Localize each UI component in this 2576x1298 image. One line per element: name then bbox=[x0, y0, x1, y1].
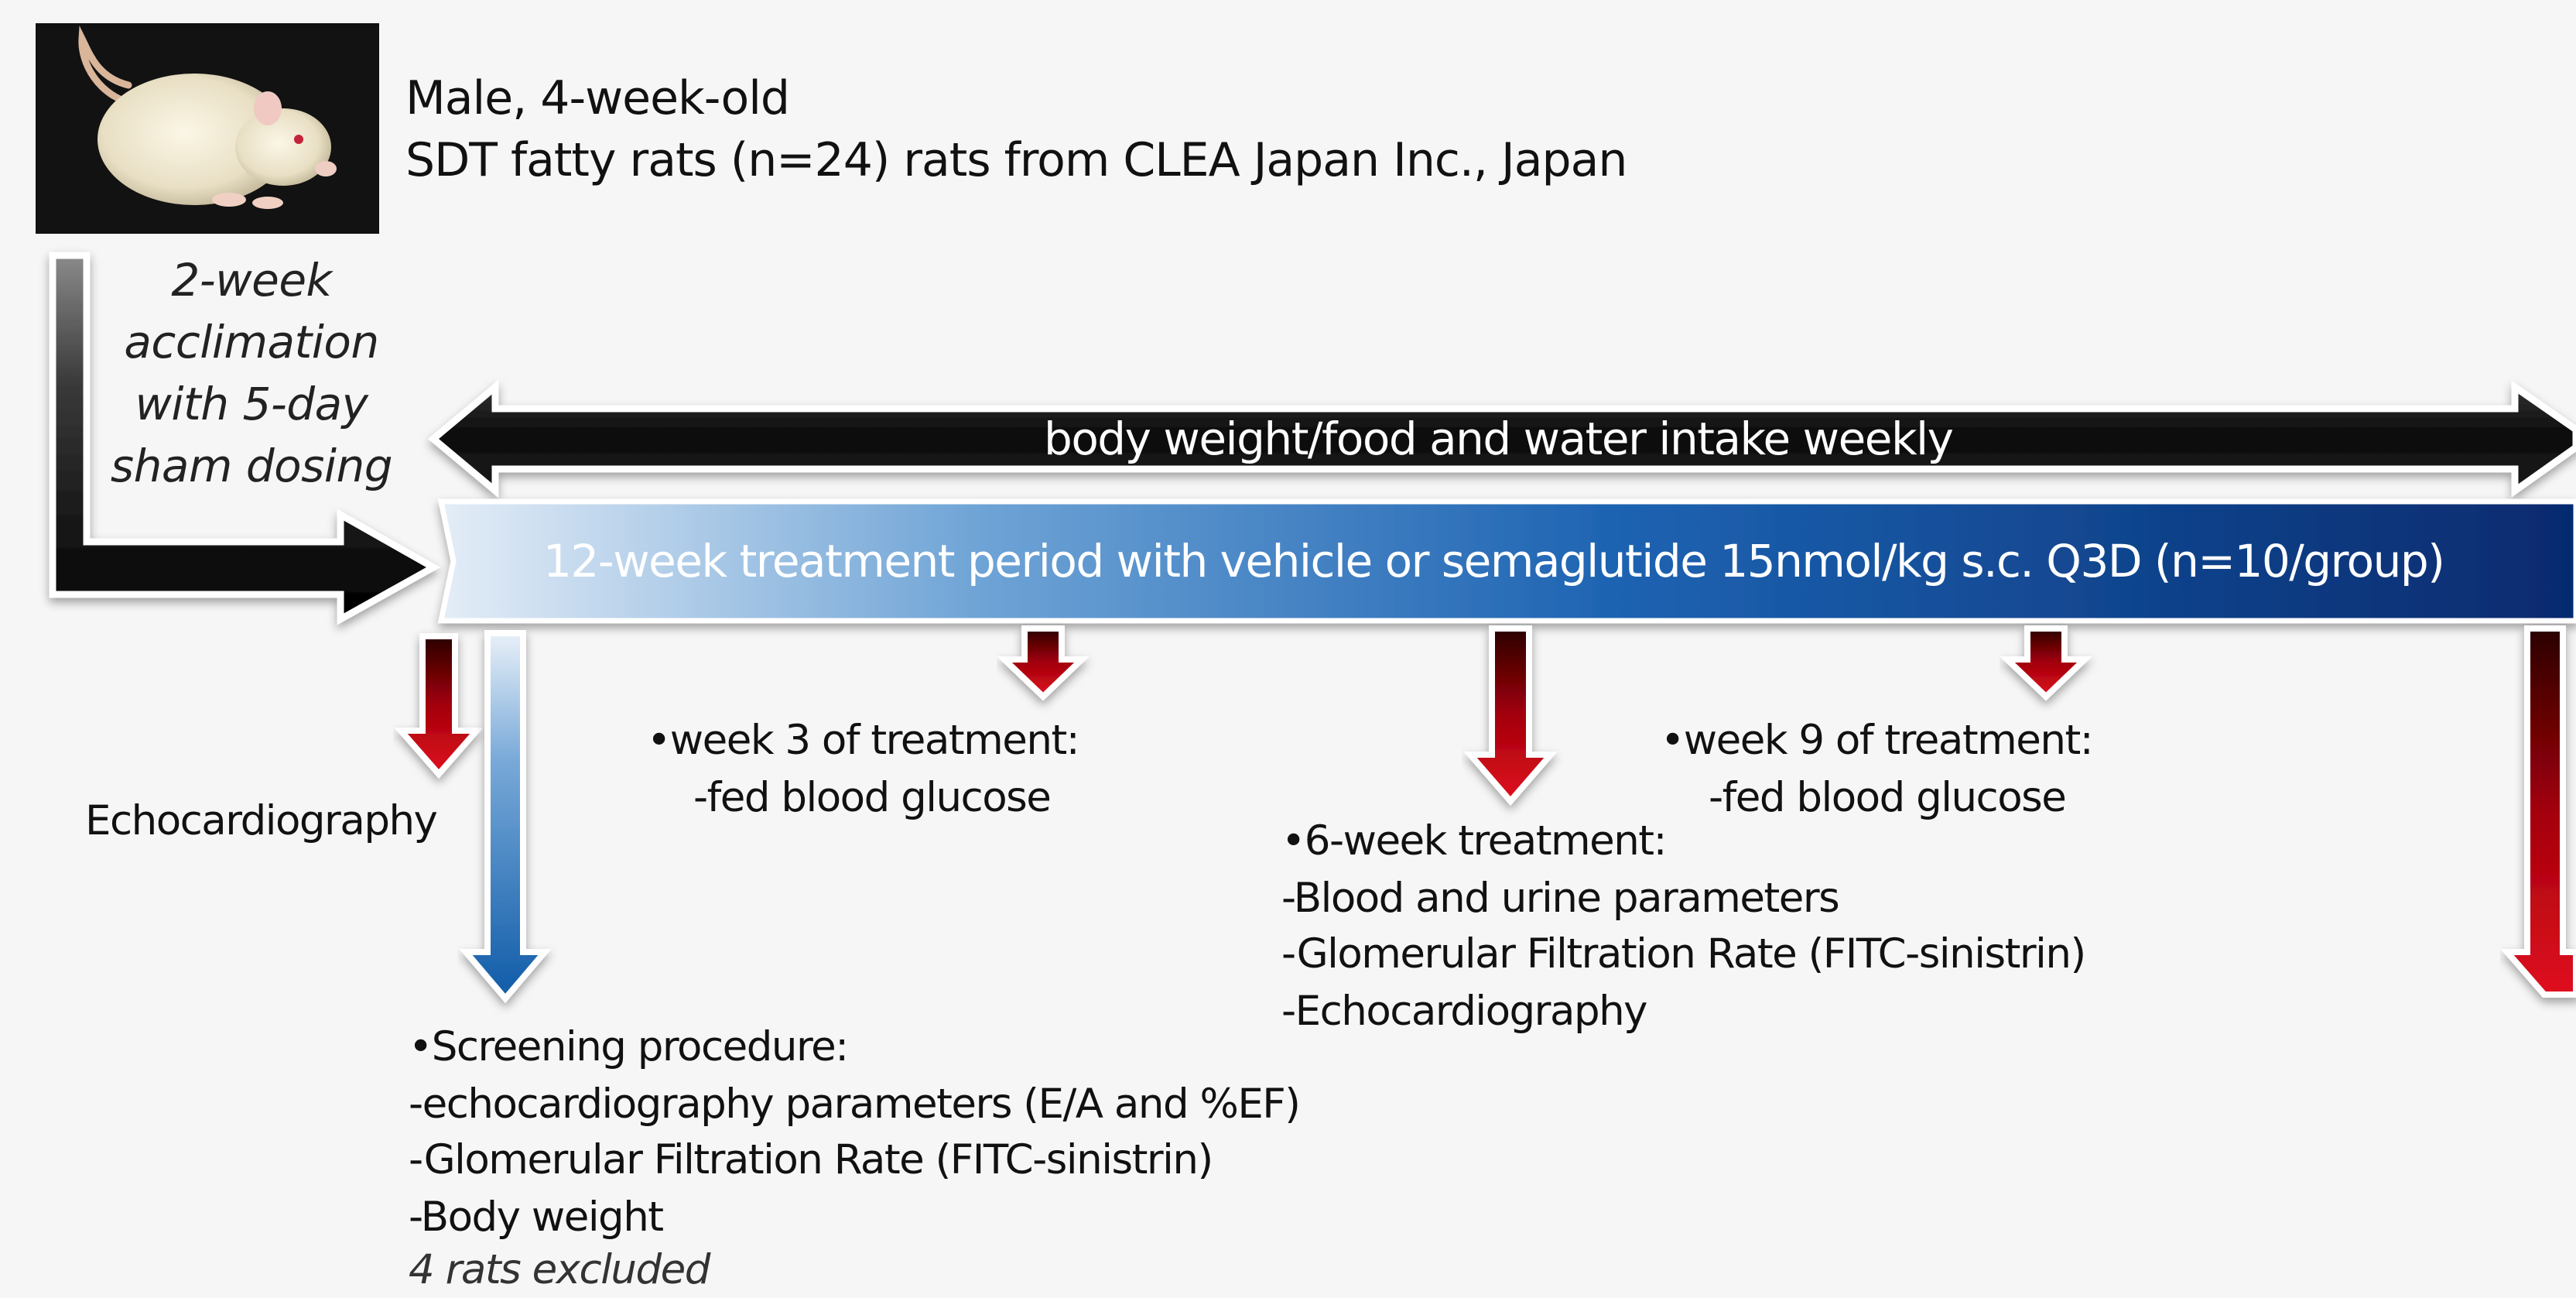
red-arrow-week3 bbox=[997, 625, 1090, 701]
acclimation-line: acclimation bbox=[124, 316, 379, 368]
screening-heading: •Screening procedure: bbox=[409, 1023, 849, 1070]
week6-item: -Echocardiography bbox=[1281, 988, 1648, 1035]
week9-item: -fed blood glucose bbox=[1709, 774, 2067, 821]
treatment-label: 12-week treatment period with vehicle or… bbox=[543, 535, 2445, 587]
red-arrow-week9 bbox=[2000, 625, 2092, 701]
acclimation-arrow bbox=[49, 252, 441, 625]
week9-heading: •week 9 of treatment: bbox=[1661, 717, 2094, 764]
red-arrow-week6 bbox=[1463, 625, 1558, 807]
subject-line-2: SDT fatty rats (n=24) rats from CLEA Jap… bbox=[405, 133, 1627, 187]
screening-item: -Glomerular Filtration Rate (FITC-sinist… bbox=[409, 1136, 1213, 1183]
monitoring-label: body weight/food and water intake weekly bbox=[1044, 413, 1954, 465]
acclimation-line: 2-week bbox=[171, 254, 332, 307]
blue-arrow-screening bbox=[459, 630, 552, 1004]
week6-item: -Blood and urine parameters bbox=[1281, 875, 1840, 922]
week3-heading: •week 3 of treatment: bbox=[647, 717, 1080, 764]
monitoring-double-arrow bbox=[427, 379, 2576, 498]
red-arrow-baseline bbox=[394, 633, 484, 779]
treatment-bar bbox=[437, 498, 2576, 624]
acclimation-label: 2-week acclimation with 5-day sham dosin… bbox=[101, 249, 402, 497]
screening-item: -echocardiography parameters (E/A and %E… bbox=[409, 1081, 1301, 1128]
subject-line-1: Male, 4-week-old bbox=[405, 71, 790, 125]
screening-item: -Body weight bbox=[409, 1194, 664, 1241]
week6-item: -Glomerular Filtration Rate (FITC-sinist… bbox=[1281, 930, 2086, 978]
red-arrow-end bbox=[2500, 625, 2576, 998]
rat-photo bbox=[36, 23, 379, 234]
week6-heading: •6-week treatment: bbox=[1281, 817, 1667, 865]
acclimation-line: with 5-day bbox=[135, 378, 368, 430]
acclimation-line: sham dosing bbox=[110, 440, 393, 492]
screening-note: 4 rats excluded bbox=[409, 1246, 710, 1293]
week3-item: -fed blood glucose bbox=[693, 774, 1052, 821]
baseline-echo-label: Echocardiography bbox=[85, 797, 438, 844]
